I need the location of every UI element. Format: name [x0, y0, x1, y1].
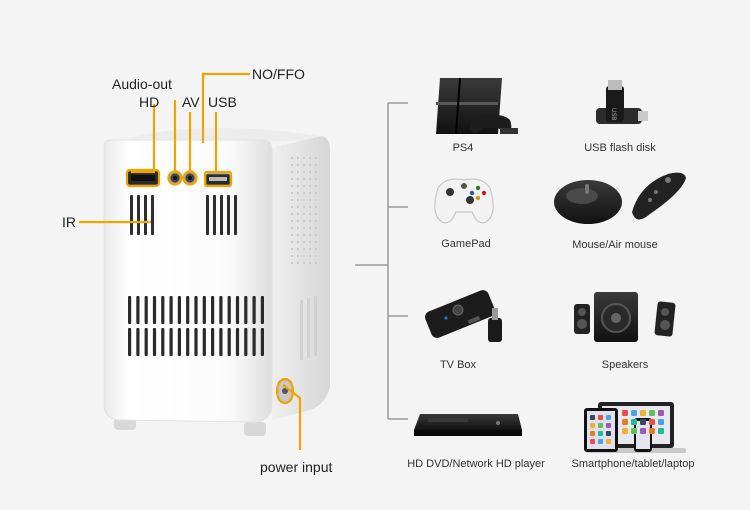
- av-port-highlight: [182, 170, 198, 186]
- device-label-tv-box: TV Box: [439, 359, 477, 371]
- av-label: AV: [182, 94, 200, 110]
- no-ffo-callout-line: [201, 72, 250, 143]
- power-callout-line: [282, 384, 302, 450]
- mouse-icon: [554, 172, 686, 224]
- hd-label: HD: [139, 94, 160, 110]
- tv-box-icon: [425, 290, 502, 342]
- power-input-label: power input: [260, 459, 333, 475]
- usb-label: USB: [208, 94, 237, 110]
- svg-text:USB: USB: [610, 108, 616, 120]
- power-port-highlight: [275, 377, 295, 405]
- connector-tree: [355, 102, 408, 420]
- gamepad-icon: [434, 178, 494, 224]
- device-label-speakers: Speakers: [601, 359, 649, 371]
- usb-port-highlight: [203, 170, 233, 188]
- ir-label: IR: [62, 214, 76, 230]
- audio-out-port-highlight: [167, 170, 183, 186]
- smart-devices-icon: [584, 402, 686, 453]
- dvd-player-icon: [414, 414, 522, 436]
- device-label-mouse: Mouse/Air mouse: [572, 239, 658, 251]
- port-callout-lines: [79, 72, 302, 450]
- no-ffo-label: NO/FFO: [252, 66, 305, 82]
- device-label-ps4: PS4: [452, 142, 474, 154]
- speakers-icon: [574, 292, 676, 342]
- hd-callout-line: [131, 104, 156, 174]
- device-label-smart-devices: Smartphone/tablet/laptop: [571, 458, 695, 470]
- audio-out-label: Audio-out: [112, 76, 172, 92]
- device-label-usb-flash: USB flash disk: [584, 142, 656, 154]
- projector-device: [103, 128, 330, 436]
- game-console-icon: [436, 77, 518, 135]
- device-label-hd-dvd: HD DVD/Network HD player: [407, 458, 545, 470]
- usb-flash-drive-icon: USB: [596, 80, 648, 124]
- hd-port-highlight: [125, 168, 161, 188]
- device-label-gamepad: GamePad: [441, 238, 491, 250]
